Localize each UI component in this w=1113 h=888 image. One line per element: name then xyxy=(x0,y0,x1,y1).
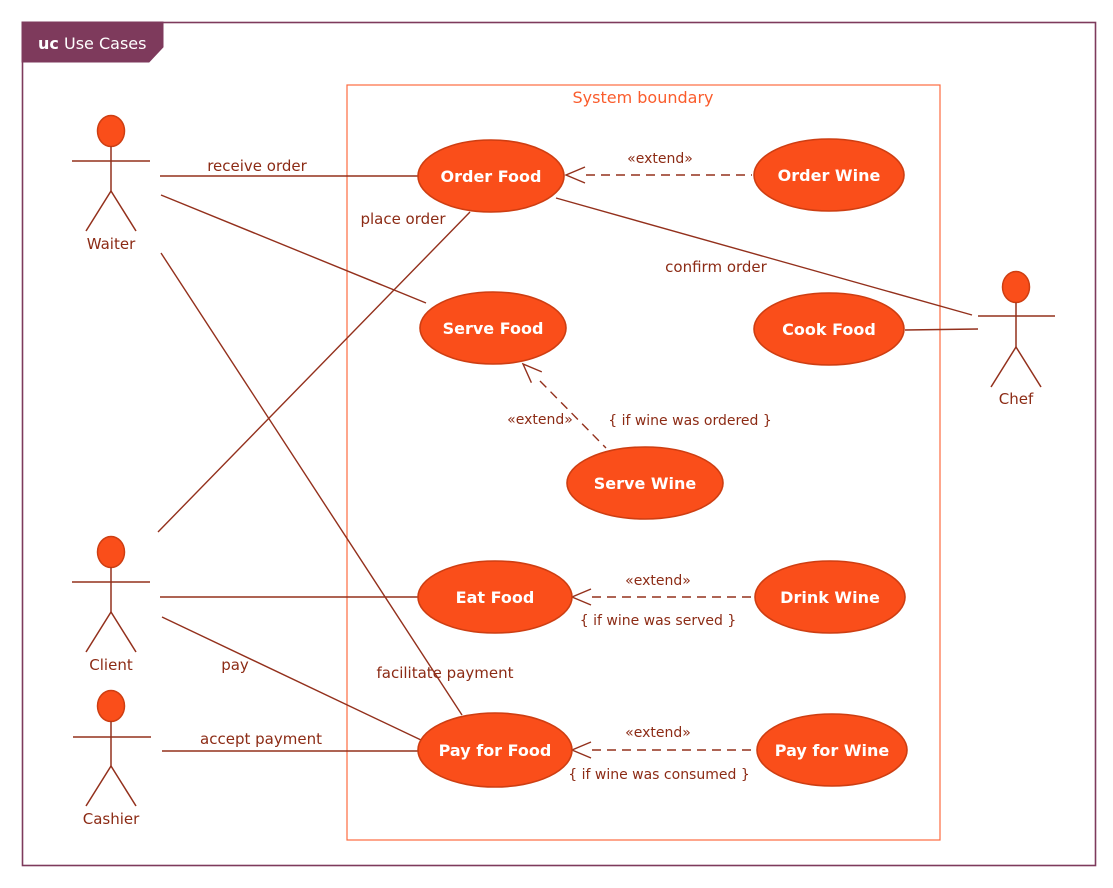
actor-waiter-label: Waiter xyxy=(87,235,136,253)
extend-relationships: «extend» «extend» { if wine was ordered … xyxy=(507,151,772,783)
extend-arrowhead-pay-for-food xyxy=(570,741,592,759)
usecase-order-wine[interactable]: Order Wine xyxy=(753,138,905,212)
actor-chef-label: Chef xyxy=(999,390,1034,408)
assoc-cook-food-chef-line[interactable] xyxy=(904,328,979,331)
usecase-pay-for-food[interactable]: Pay for Food xyxy=(417,712,573,788)
actor-client-label: Client xyxy=(89,656,133,674)
actor-client[interactable]: Client xyxy=(72,535,150,675)
assoc-order-food-chef-line[interactable] xyxy=(555,197,973,316)
usecase-serve-wine-label: Serve Wine xyxy=(594,474,697,493)
actor-waiter-head xyxy=(96,114,126,148)
actor-waiter[interactable]: Waiter xyxy=(72,114,150,254)
usecase-order-wine-label: Order Wine xyxy=(778,166,881,185)
assoc-waiter-pay-for-food-line[interactable] xyxy=(160,252,463,716)
extend-arrowhead-serve-food xyxy=(521,362,543,383)
usecase-eat-food[interactable]: Eat Food xyxy=(417,560,573,634)
frame-tab xyxy=(21,21,164,63)
assoc-label-receive-order: receive order xyxy=(207,157,307,175)
use-case-nodes: Order Food Order Wine Serve Food Cook Fo… xyxy=(417,138,908,788)
actors: Waiter Chef Client Cashier xyxy=(72,114,1055,829)
associations: receive order place order confirm order … xyxy=(157,157,979,752)
usecase-serve-food[interactable]: Serve Food xyxy=(419,291,567,365)
usecase-order-food-label: Order Food xyxy=(441,167,542,186)
usecase-pay-for-food-label: Pay for Food xyxy=(439,741,552,760)
usecase-cook-food-label: Cook Food xyxy=(782,320,876,339)
frame-keyword: uc xyxy=(38,34,59,53)
extend-stereotype-pay-for-wine: «extend» xyxy=(625,725,691,741)
usecase-pay-for-wine[interactable]: Pay for Wine xyxy=(756,713,908,787)
frame-title: Use Cases xyxy=(64,34,146,53)
usecase-serve-food-label: Serve Food xyxy=(443,319,544,338)
usecase-drink-wine[interactable]: Drink Wine xyxy=(754,560,906,634)
actor-chef-head xyxy=(1001,270,1031,304)
usecase-drink-wine-label: Drink Wine xyxy=(780,588,880,607)
extend-condition-drink-wine: { if wine was served } xyxy=(580,613,736,629)
extend-condition-serve-wine: { if wine was ordered } xyxy=(608,413,772,429)
extend-arrowhead-eat-food xyxy=(570,588,592,606)
usecase-cook-food[interactable]: Cook Food xyxy=(753,292,905,366)
usecase-order-food[interactable]: Order Food xyxy=(417,139,565,213)
assoc-label-pay: pay xyxy=(221,656,249,674)
extend-stereotype-drink-wine: «extend» xyxy=(625,573,691,589)
system-boundary-label: System boundary xyxy=(573,88,714,107)
assoc-client-order-food-line[interactable] xyxy=(157,211,471,533)
assoc-waiter-serve-food-line[interactable] xyxy=(160,194,427,304)
actor-cashier-label: Cashier xyxy=(83,810,140,828)
assoc-label-confirm-order: confirm order xyxy=(665,258,767,276)
extend-stereotype-serve-wine: «extend» xyxy=(507,412,573,428)
system-boundary xyxy=(346,84,941,841)
usecase-pay-for-wine-label: Pay for Wine xyxy=(775,741,890,760)
assoc-label-facilitate-payment: facilitate payment xyxy=(377,664,514,682)
assoc-label-accept-payment: accept payment xyxy=(200,730,322,748)
extend-stereotype-order-wine: «extend» xyxy=(627,151,693,167)
usecase-serve-wine[interactable]: Serve Wine xyxy=(566,446,724,520)
extend-condition-pay-for-wine: { if wine was consumed } xyxy=(568,767,749,783)
diagram-frame xyxy=(21,21,1097,867)
extend-arrowhead-order-food xyxy=(564,166,586,184)
actor-cashier-head xyxy=(96,689,126,723)
assoc-label-place-order: place order xyxy=(360,210,446,228)
extend-serve-wine-serve-food-line[interactable] xyxy=(539,380,607,449)
assoc-client-pay-for-food-line[interactable] xyxy=(161,616,422,741)
actor-client-head xyxy=(96,535,126,569)
actor-cashier[interactable]: Cashier xyxy=(73,689,151,829)
usecase-eat-food-label: Eat Food xyxy=(456,588,535,607)
actor-chef[interactable]: Chef xyxy=(978,270,1055,409)
